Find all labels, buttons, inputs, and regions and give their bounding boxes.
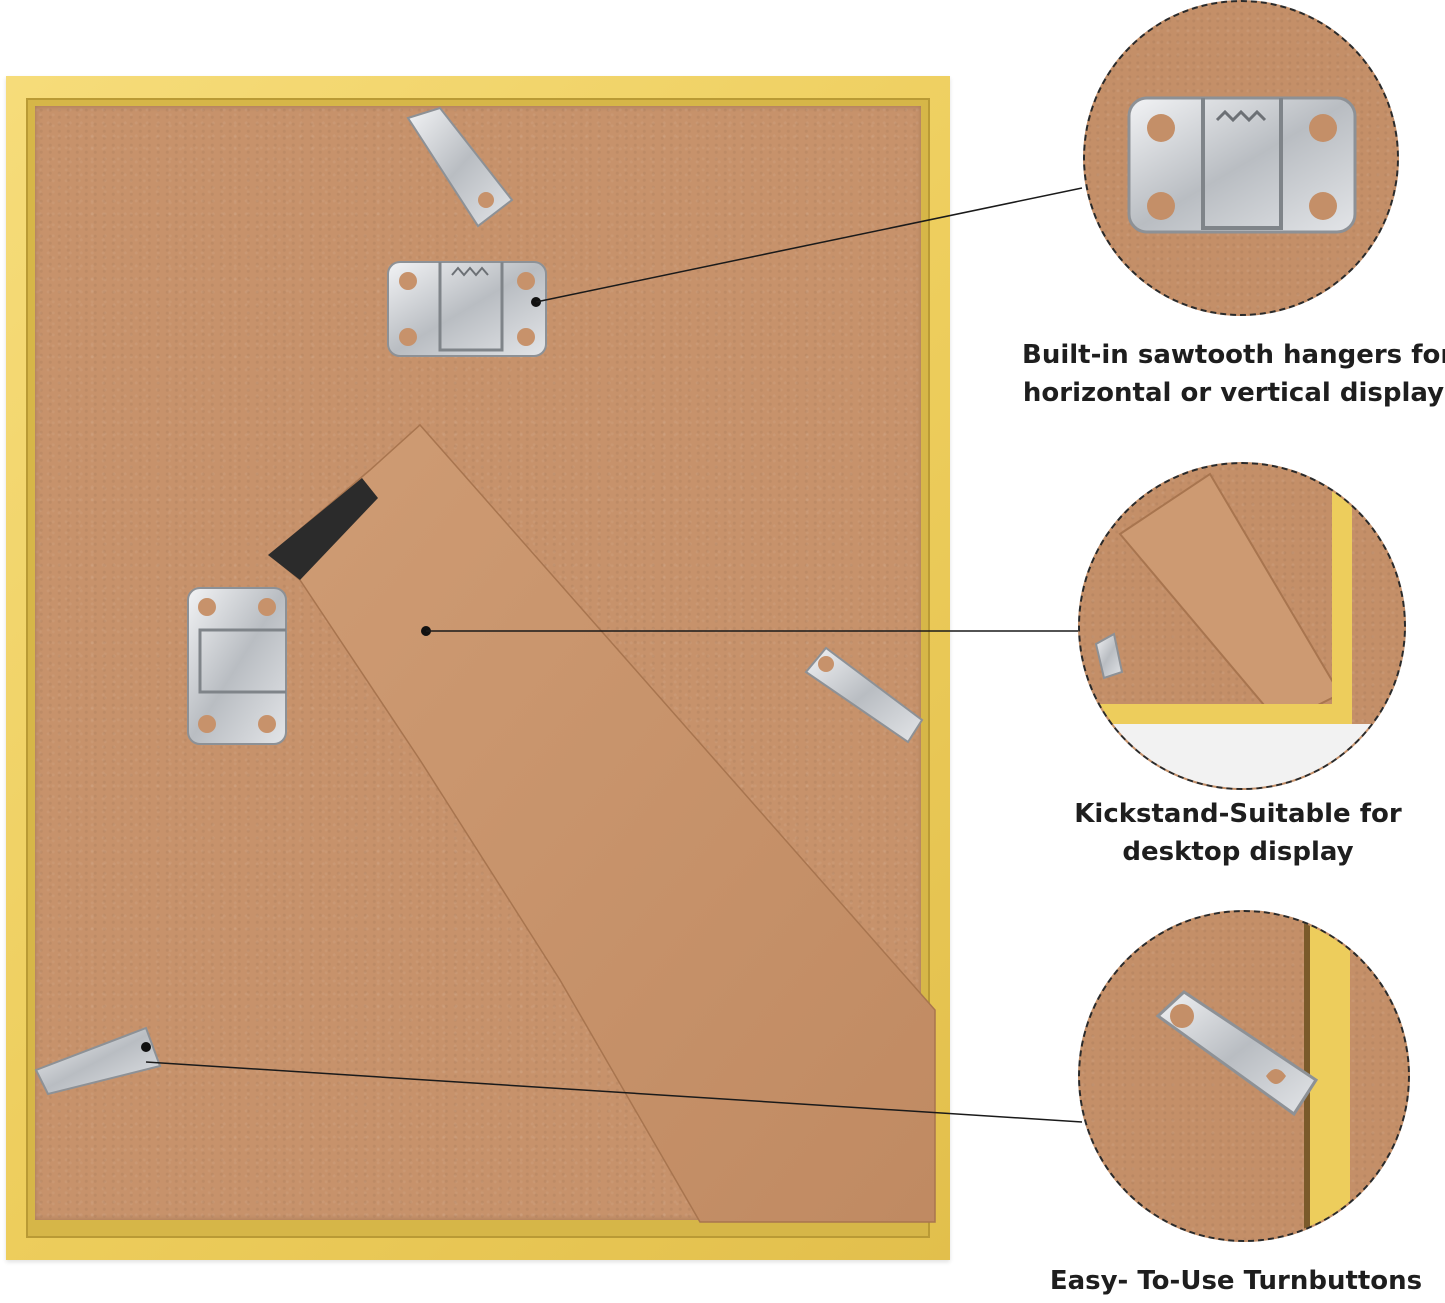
caption-turnbuttons-line1: Easy- To-Use Turnbuttons <box>1049 1266 1423 1296</box>
caption-kickstand-line2: desktop display <box>1122 837 1354 867</box>
zoom-turnbutton <box>1078 910 1410 1242</box>
turnbutton-right <box>804 646 924 744</box>
caption-kickstand: Kickstand-Suitable for desktop display <box>1040 795 1436 871</box>
caption-turnbuttons: Easy- To-Use Turnbuttons <box>1030 1262 1442 1300</box>
caption-hangers-line2: horizontal or vertical display <box>1022 378 1445 408</box>
leader-lines <box>145 187 1083 1123</box>
turnbutton-bottom-left <box>34 1026 162 1096</box>
caption-kickstand-line1: Kickstand-Suitable for <box>1074 799 1402 829</box>
caption-hangers-line1: Built-in sawtooth hangers for <box>1022 340 1445 370</box>
kickstand <box>268 423 936 1223</box>
sawtooth-hanger-top <box>387 261 547 357</box>
zoom-kickstand <box>1078 462 1406 790</box>
turnbutton-top <box>406 106 514 228</box>
caption-hangers: Built-in sawtooth hangers for horizontal… <box>1022 336 1445 412</box>
sawtooth-hanger-left <box>187 587 287 745</box>
zoom-sawtooth-hanger <box>1083 0 1399 316</box>
